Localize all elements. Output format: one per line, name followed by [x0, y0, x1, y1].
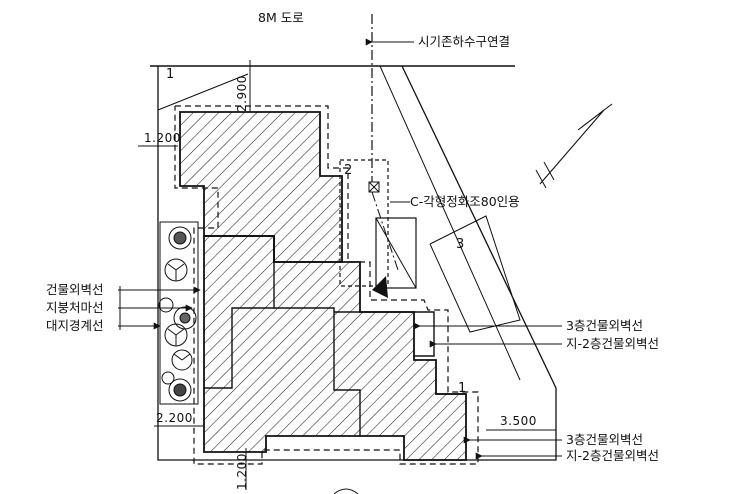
building-internal-lines — [204, 235, 466, 436]
callout-building-wall: 건물외벽선 — [46, 282, 104, 297]
neighbor-lot-outline — [429, 215, 521, 333]
septic-diagonal — [375, 217, 417, 289]
callout-right-2: 지-2층건물외벽선 — [566, 336, 659, 351]
north-tick-1 — [535, 169, 547, 189]
callout-right-3: 3층건물외벽선 — [566, 432, 643, 447]
eave-line — [174, 105, 479, 465]
hydrant-x2 — [368, 181, 380, 193]
drain-arrowhead — [372, 276, 388, 298]
marker-4: 1 — [458, 381, 466, 396]
site-boundary-inner — [379, 65, 521, 381]
hydrant-callout: 시기존하수구연결 — [418, 34, 510, 49]
road-label: 8M 도로 — [258, 10, 304, 25]
hydrant-box — [368, 181, 380, 193]
north-tick-2 — [543, 161, 555, 181]
corner-diagonal — [157, 73, 249, 111]
building-footprint-middle — [203, 235, 467, 461]
north-symbol — [539, 103, 613, 185]
planting-strip — [159, 221, 199, 405]
septic-box-outer — [339, 159, 389, 287]
callout-right-1: 3층건물외벽선 — [566, 318, 643, 333]
sewer-line-2 — [371, 191, 399, 271]
marker-2: 2 — [344, 163, 352, 178]
callout-eave: 지붕처마선 — [46, 300, 104, 315]
callout-right-4: 지-2층건물외벽선 — [566, 448, 659, 463]
dim-left-bottom-label: 2.200 — [156, 411, 193, 425]
dim-right-label: 3.500 — [500, 414, 537, 428]
septic-callout: C-각형정화조80인용 — [410, 194, 520, 209]
dim-left-top-label: 1.200 — [144, 131, 181, 145]
marker-1: 1 — [166, 67, 174, 82]
shrub-group — [158, 226, 197, 402]
bottom-arc — [333, 488, 359, 494]
dim-top-label: 2.900 — [235, 75, 249, 112]
callout-site-boundary: 대지경계선 — [46, 318, 104, 333]
septic-tank — [375, 217, 417, 289]
dim-bottom-label: 1.200 — [235, 453, 249, 490]
marker-3: 3 — [456, 237, 464, 252]
